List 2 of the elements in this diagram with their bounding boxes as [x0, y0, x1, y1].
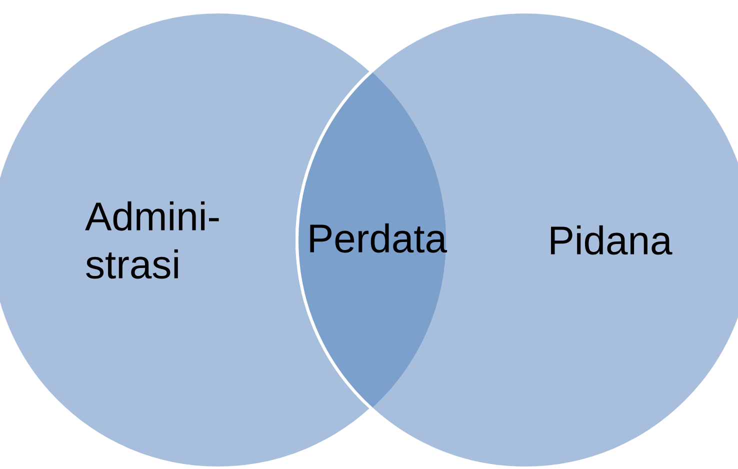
overlap-region: Perdata	[310, 223, 448, 253]
node-label: Pidana	[551, 225, 672, 255]
